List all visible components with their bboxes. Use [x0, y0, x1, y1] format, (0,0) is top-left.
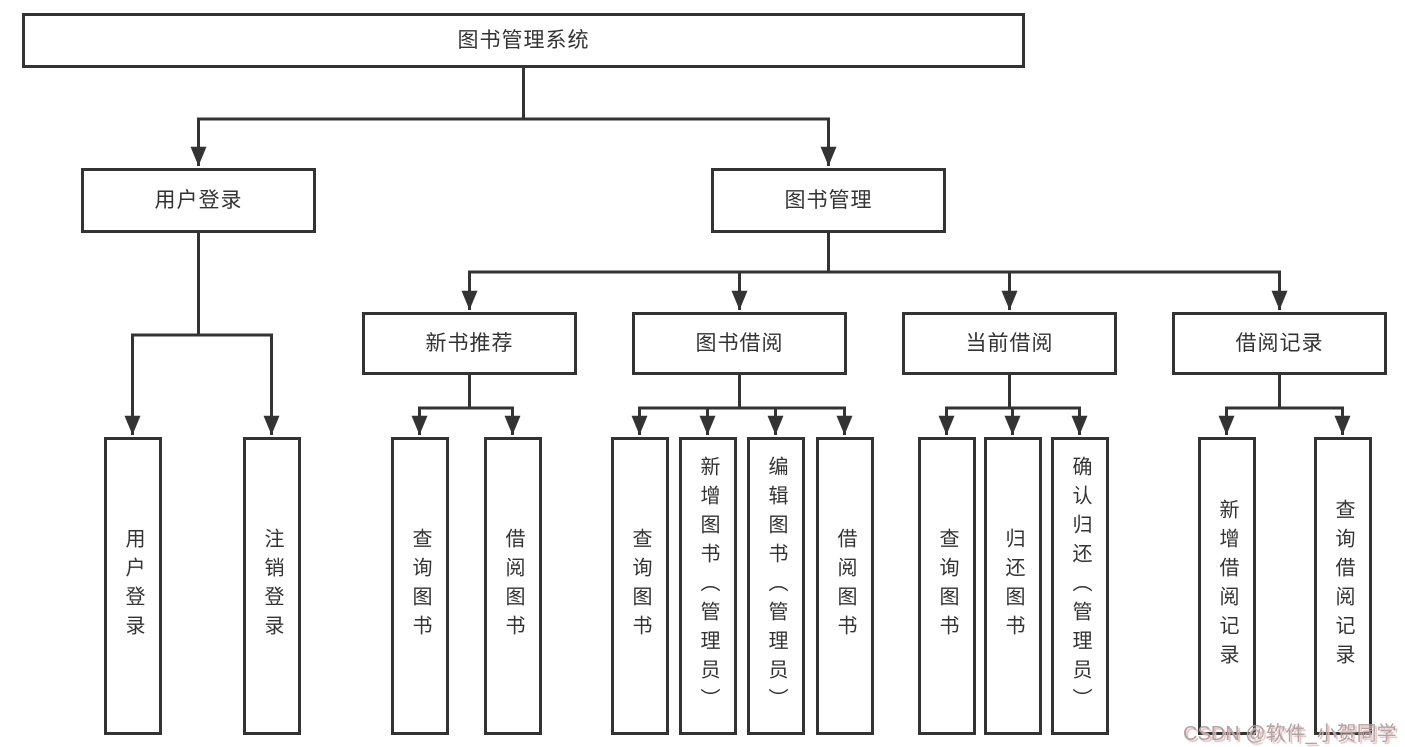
- watermark: CSDN @软件_小贺同学: [1183, 723, 1397, 745]
- leaf-query-books-borrowing: 查询图书: [611, 437, 669, 735]
- leaf-query-books-current: 查询图书: [918, 437, 976, 735]
- leaf-return-book: 归还图书: [984, 437, 1042, 735]
- node-book-management: 图书管理: [711, 168, 946, 233]
- leaf-borrow-books: 借阅图书: [816, 437, 874, 735]
- leaf-query-borrow-record: 查询借阅记录: [1314, 437, 1372, 735]
- leaf-query-books-recommend: 查询图书: [391, 437, 449, 735]
- leaf-edit-book-admin: 编辑图书（管理员）: [747, 437, 805, 735]
- node-book-borrowing: 图书借阅: [632, 312, 847, 375]
- node-root-system: 图书管理系统: [22, 13, 1025, 68]
- node-user-login: 用户登录: [81, 168, 316, 233]
- node-new-book-recommend: 新书推荐: [362, 312, 577, 375]
- leaf-add-borrow-record: 新增借阅记录: [1198, 437, 1256, 735]
- leaf-user-login: 用户登录: [104, 437, 162, 735]
- leaf-add-book-admin: 新增图书（管理员）: [679, 437, 737, 735]
- leaf-confirm-return-admin: 确认归还（管理员）: [1051, 437, 1109, 735]
- leaf-logout: 注销登录: [243, 437, 301, 735]
- node-current-borrowing: 当前借阅: [902, 312, 1117, 375]
- node-borrowing-records: 借阅记录: [1172, 312, 1387, 375]
- leaf-borrow-books-recommend: 借阅图书: [484, 437, 542, 735]
